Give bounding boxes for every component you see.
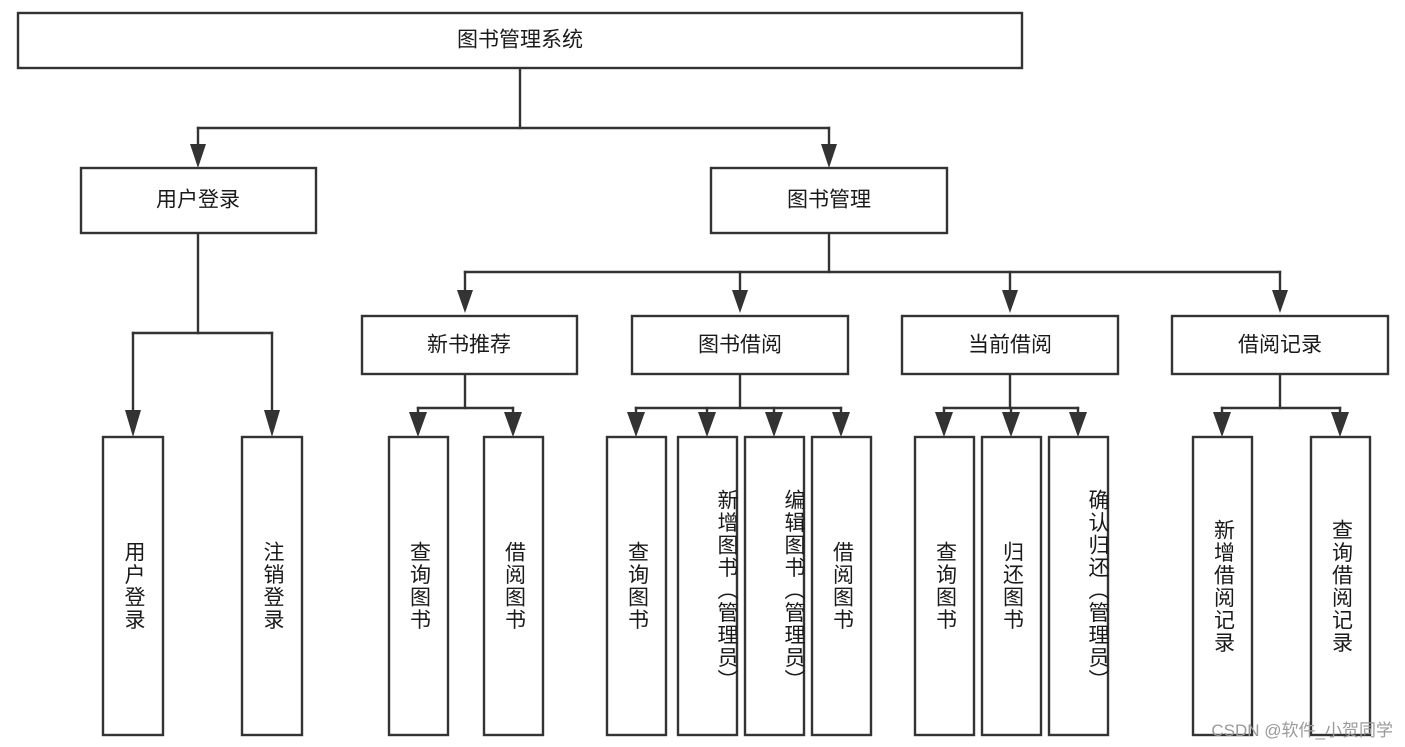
node-leaf-current-2[interactable] bbox=[980, 435, 1043, 737]
node-current-borrow[interactable] bbox=[900, 314, 1120, 376]
arrow-bookmanage-to-record-icon bbox=[1272, 290, 1288, 313]
node-leaf-borrow-3[interactable] bbox=[743, 435, 806, 737]
node-book-management-label: 图书管理 bbox=[787, 189, 871, 212]
arrow-current-leaf-2-icon bbox=[1002, 412, 1020, 437]
arrow-bookmanage-to-borrow-icon bbox=[732, 290, 748, 313]
node-user-login-label: 用户登录 bbox=[156, 189, 240, 212]
arrow-userlogin-leaf-1-icon bbox=[125, 410, 141, 437]
arrow-record-leaf-1-icon bbox=[1213, 412, 1231, 437]
node-leaf-borrow-4[interactable] bbox=[810, 435, 873, 737]
node-root-book-management-system[interactable] bbox=[16, 11, 1024, 70]
node-leaf-recommend-1[interactable] bbox=[387, 435, 450, 737]
node-leaf-current-1[interactable] bbox=[913, 435, 976, 737]
arrow-current-leaf-3-icon bbox=[1069, 412, 1087, 437]
arrow-current-leaf-1-icon bbox=[935, 412, 953, 437]
node-leaf-borrow-1[interactable] bbox=[605, 435, 668, 737]
arrow-root-to-book-manage-icon bbox=[821, 144, 837, 168]
node-root-label: 图书管理系统 bbox=[457, 29, 583, 52]
arrow-bookmanage-to-recommend-icon bbox=[457, 290, 473, 313]
node-current-borrow-label: 当前借阅 bbox=[968, 334, 1052, 357]
node-leaf-user-login-2[interactable] bbox=[240, 435, 304, 737]
node-leaf-record-2[interactable] bbox=[1309, 435, 1372, 737]
arrow-borrow-leaf-3-icon bbox=[765, 412, 783, 437]
node-leaf-record-1[interactable] bbox=[1191, 435, 1254, 737]
arrow-record-leaf-2-icon bbox=[1331, 412, 1349, 437]
node-leaf-recommend-2[interactable] bbox=[482, 435, 545, 737]
arrow-borrow-leaf-4-icon bbox=[832, 412, 850, 437]
arrow-bookmanage-to-current-icon bbox=[1002, 290, 1018, 313]
arrow-root-to-user-login-icon bbox=[190, 144, 206, 168]
node-borrow-record[interactable] bbox=[1170, 314, 1390, 376]
node-book-borrow[interactable] bbox=[630, 314, 850, 376]
csdn-watermark: CSDN @软件_小贺同学 bbox=[1211, 721, 1393, 740]
node-new-book-recommend-label: 新书推荐 bbox=[427, 334, 511, 357]
node-leaf-current-3[interactable] bbox=[1047, 435, 1110, 737]
arrow-borrow-leaf-2-icon bbox=[698, 412, 716, 437]
arrow-recommend-leaf-1-icon bbox=[409, 412, 427, 437]
node-leaf-borrow-2[interactable] bbox=[676, 435, 739, 737]
arrow-borrow-leaf-1-icon bbox=[627, 412, 645, 437]
node-book-management[interactable] bbox=[709, 166, 949, 235]
node-user-login[interactable] bbox=[79, 166, 318, 235]
node-leaf-user-login-1[interactable] bbox=[101, 435, 165, 737]
arrow-recommend-leaf-2-icon bbox=[504, 412, 522, 437]
node-borrow-record-label: 借阅记录 bbox=[1238, 334, 1322, 357]
node-book-borrow-label: 图书借阅 bbox=[698, 334, 782, 357]
node-new-book-recommend[interactable] bbox=[360, 314, 579, 376]
arrow-userlogin-leaf-2-icon bbox=[264, 410, 280, 437]
